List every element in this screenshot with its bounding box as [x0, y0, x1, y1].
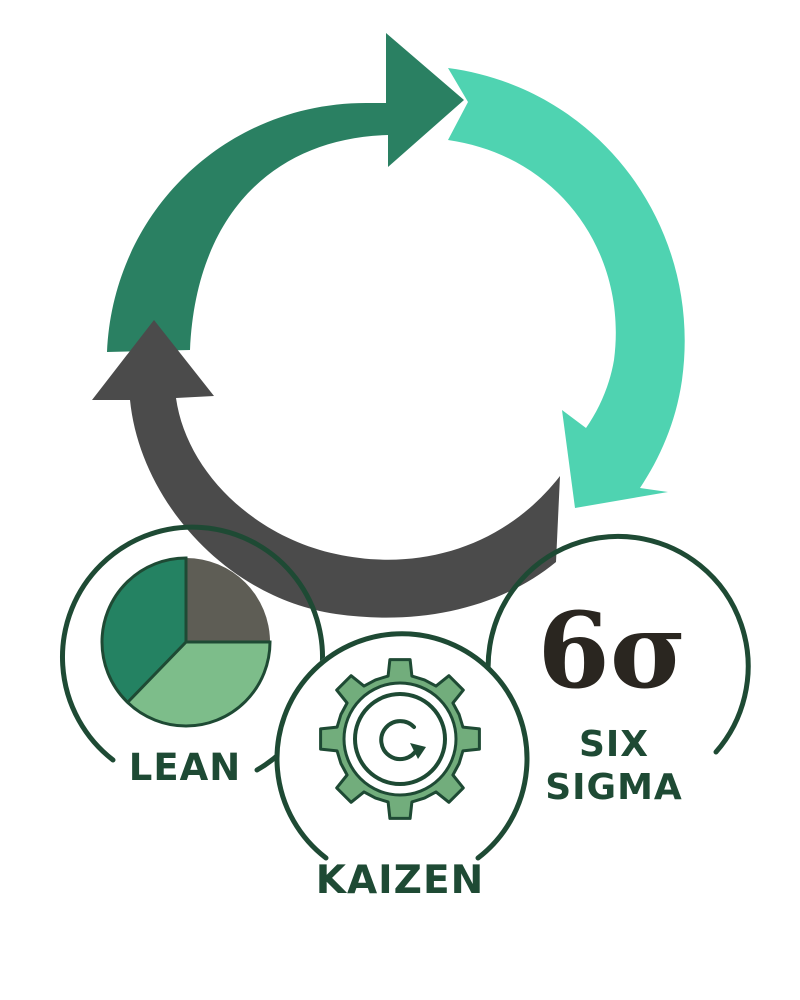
mint-cycle-arrow: [448, 68, 685, 508]
pie-chart-icon: [100, 556, 272, 728]
gear-inner-ring: [353, 692, 447, 786]
kaizen-circle-fill: [275, 632, 525, 882]
charcoal-cycle-arrow: [92, 320, 560, 618]
six-sigma-label-line2: SIGMA: [545, 767, 683, 808]
refresh-arrowhead-icon: [410, 743, 426, 759]
gear-icon: [319, 658, 481, 820]
cycle-arrows: [92, 33, 685, 618]
six-sigma-badge: 6σ SIX SIGMA: [485, 533, 751, 808]
pie-slice-light-green: [128, 642, 270, 726]
six-sigma-circle-outline: [485, 533, 751, 755]
lean-badge: LEAN: [60, 524, 325, 789]
gear-refresh-icon: [319, 658, 481, 820]
six-sigma-label-line1: SIX: [579, 724, 649, 765]
kaizen-badge: KAIZEN: [274, 631, 530, 903]
refresh-arrow-icon: [379, 719, 419, 762]
six-sigma-symbol: 6σ: [537, 589, 686, 712]
kaizen-circle-outline: [274, 631, 530, 861]
pie-slice-dark-green: [102, 558, 186, 702]
kaizen-label: KAIZEN: [316, 858, 484, 903]
lean-label: LEAN: [129, 746, 241, 789]
dark-green-cycle-arrow: [107, 33, 464, 352]
pie-slice-grey: [186, 558, 270, 642]
pie-outline: [100, 556, 272, 728]
